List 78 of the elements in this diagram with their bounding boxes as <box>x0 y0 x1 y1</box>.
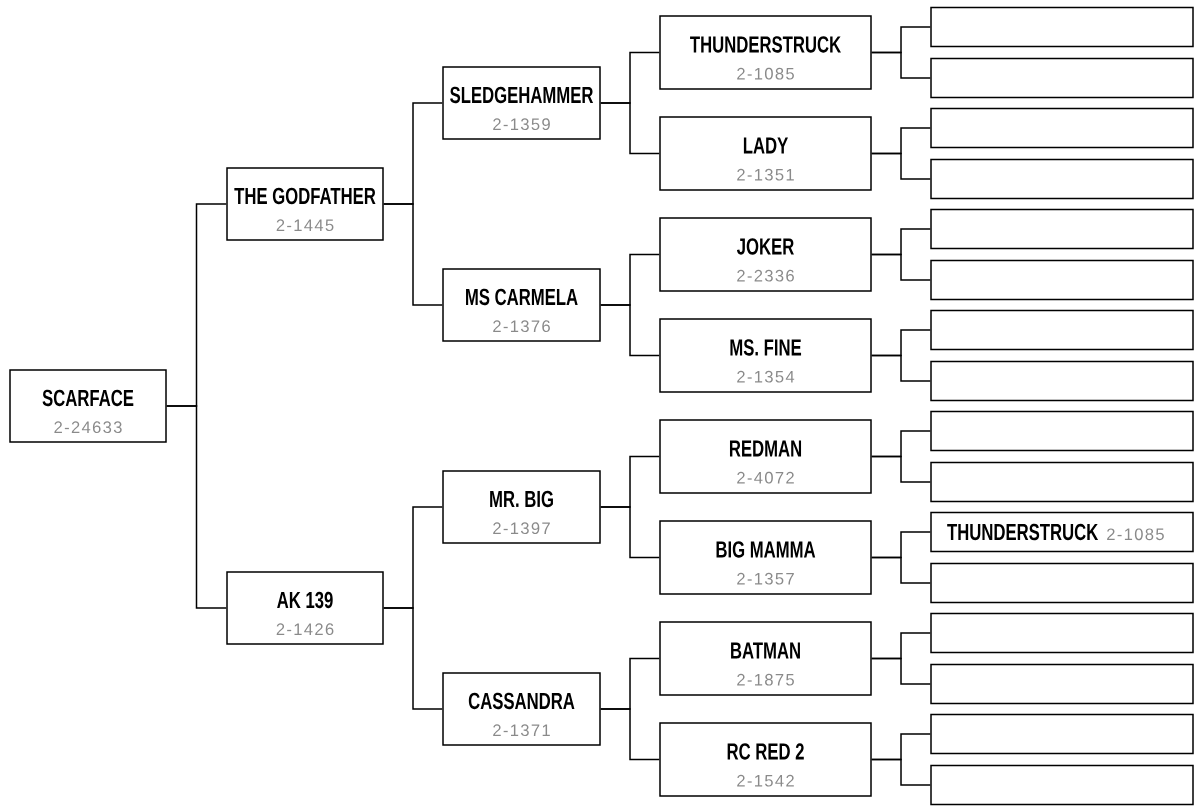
pedigree-box <box>9 369 167 443</box>
blank-box <box>930 158 1194 200</box>
name-label: THE GODFATHER <box>234 187 376 205</box>
pedigree-box <box>226 167 384 241</box>
pedigree-box <box>659 419 872 494</box>
connector-line <box>383 607 443 710</box>
name-label: MR. BIG <box>490 490 553 508</box>
pedigree-box <box>659 520 872 595</box>
id-number: 2-1085 <box>1107 528 1164 541</box>
name-label: JOKER <box>737 238 794 255</box>
pedigree-box <box>659 621 872 696</box>
id-number: 2-1371 <box>493 724 550 737</box>
pedigree-box <box>659 722 872 797</box>
connector-line <box>600 708 660 761</box>
id-number: 2-2336 <box>737 269 794 282</box>
blank-box <box>930 208 1194 250</box>
name-label: THUNDERSTRUCK <box>690 36 841 53</box>
name-label: MS. FINE <box>730 339 802 356</box>
blank-box <box>930 461 1194 503</box>
blank-box <box>930 360 1194 402</box>
name-label: LADY <box>743 137 788 154</box>
connector-line <box>871 152 931 180</box>
pedigree-box <box>442 672 601 746</box>
connector-line <box>871 253 931 281</box>
id-number: 2-24633 <box>54 421 122 434</box>
blank-box <box>930 6 1194 48</box>
connector-line <box>871 758 931 786</box>
connector-line <box>166 405 227 609</box>
blank-box <box>930 259 1194 301</box>
pedigree-box <box>659 15 872 90</box>
id-number: 2-1376 <box>493 320 550 333</box>
blank-box <box>930 764 1194 806</box>
name-label: AK 139 <box>277 591 333 609</box>
connector-line <box>600 304 660 357</box>
blank-box <box>930 663 1194 705</box>
id-number: 2-1351 <box>737 168 794 181</box>
pedigree-box <box>659 116 872 191</box>
id-number: 2-1359 <box>493 118 550 131</box>
name-label: MS CARMELA <box>466 288 578 306</box>
name-label: SLEDGEHAMMER <box>450 86 594 104</box>
pedigree-box <box>659 318 872 393</box>
blank-box <box>930 713 1194 755</box>
blank-box <box>930 107 1194 149</box>
name-label: RC RED 2 <box>727 743 804 760</box>
connector-line <box>871 657 931 685</box>
blank-box <box>930 562 1194 604</box>
id-number: 2-4072 <box>737 471 794 484</box>
blank-box <box>930 612 1194 654</box>
name-label: BIG MAMMA <box>716 541 816 558</box>
blank-box <box>930 410 1194 452</box>
pedigree-box <box>930 511 1194 553</box>
pedigree-box <box>659 217 872 292</box>
id-number: 2-1445 <box>276 219 334 232</box>
connector-line <box>871 51 931 79</box>
id-number: 2-1875 <box>737 673 794 686</box>
name-label: CASSANDRA <box>468 692 575 710</box>
name-label: SCARFACE <box>42 389 134 407</box>
connector-line <box>871 455 931 483</box>
pedigree-box <box>226 571 384 645</box>
id-number: 2-1085 <box>737 67 794 80</box>
pedigree-box <box>442 268 601 342</box>
blank-box <box>930 57 1194 99</box>
connector-line <box>600 102 660 155</box>
connector-line <box>383 203 443 306</box>
name-label: REDMAN <box>730 440 802 457</box>
id-number: 2-1397 <box>493 522 550 535</box>
id-number: 2-1542 <box>737 774 794 787</box>
id-number: 2-1354 <box>737 370 795 383</box>
connector-line <box>871 354 931 382</box>
name-label: BATMAN <box>731 642 800 659</box>
id-number: 2-1426 <box>276 623 334 636</box>
pedigree-box <box>442 470 601 544</box>
pedigree-box <box>442 66 601 140</box>
name-label: THUNDERSTRUCK <box>947 523 1099 541</box>
id-number: 2-1357 <box>737 572 794 585</box>
blank-box <box>930 309 1194 351</box>
connector-line <box>871 556 931 584</box>
connector-line <box>600 506 660 559</box>
